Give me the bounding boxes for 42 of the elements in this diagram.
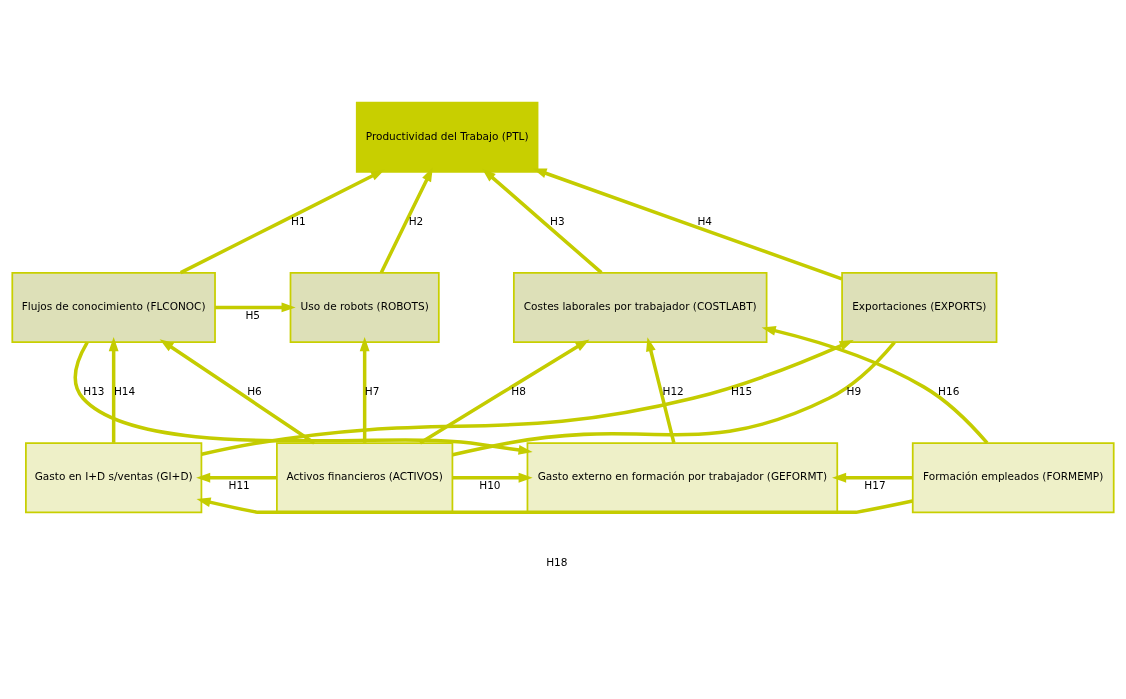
- arrow: [201, 339, 854, 456]
- node-box: Flujos de conocimiento (FLCONOC): [11, 271, 216, 343]
- arrow: [481, 167, 603, 274]
- node-box: Uso de robots (ROBOTS): [289, 271, 440, 343]
- node-box: Activos financieros (ACTIVOS): [276, 441, 454, 513]
- arrow: [646, 336, 676, 443]
- edge-label: H9: [846, 384, 862, 397]
- arrow: [215, 302, 296, 312]
- arrow: [73, 340, 533, 455]
- edge-label: H12: [662, 384, 684, 397]
- node-box: Costes laborales por trabajador (COSTLABT): [512, 271, 768, 343]
- arrow: [761, 325, 989, 444]
- edge-label: H15: [730, 384, 753, 397]
- edge-label: H8: [511, 384, 526, 397]
- edge-label: H1: [291, 214, 306, 227]
- node-box: Gasto en I+D s/ventas (GI+D): [25, 441, 203, 513]
- arrow: [196, 472, 277, 483]
- connector: [452, 340, 896, 457]
- edge-label: H4: [697, 214, 713, 227]
- edge-label: H14: [113, 384, 136, 397]
- arrow: [452, 472, 533, 483]
- edge-label: H10: [479, 478, 501, 491]
- edge-label: H17: [864, 478, 886, 491]
- edge-label: H16: [938, 384, 960, 397]
- node-box: Exportaciones (EXPORTS): [841, 271, 998, 343]
- edge-label: H6: [247, 384, 262, 397]
- edge-label: H2: [408, 214, 424, 227]
- node-box: Productividad del Trabajo (PTL): [355, 101, 539, 173]
- edge-label: H5: [245, 307, 261, 320]
- arrow: [159, 338, 316, 444]
- arrow: [108, 336, 119, 443]
- edge-label: H18: [546, 555, 568, 568]
- arrow: [419, 338, 590, 444]
- edge-label: H11: [228, 478, 250, 491]
- arrow: [832, 472, 913, 483]
- arrow: [179, 169, 385, 274]
- arrow: [359, 336, 370, 443]
- node-box: Formación empleados (FORMEMP): [911, 441, 1115, 513]
- arrow: [196, 496, 913, 514]
- node-box: Gasto externo en formación por trabajador (GEFORMT): [526, 441, 839, 513]
- edge-label: H3: [549, 214, 565, 227]
- edge-label: H13: [83, 384, 105, 397]
